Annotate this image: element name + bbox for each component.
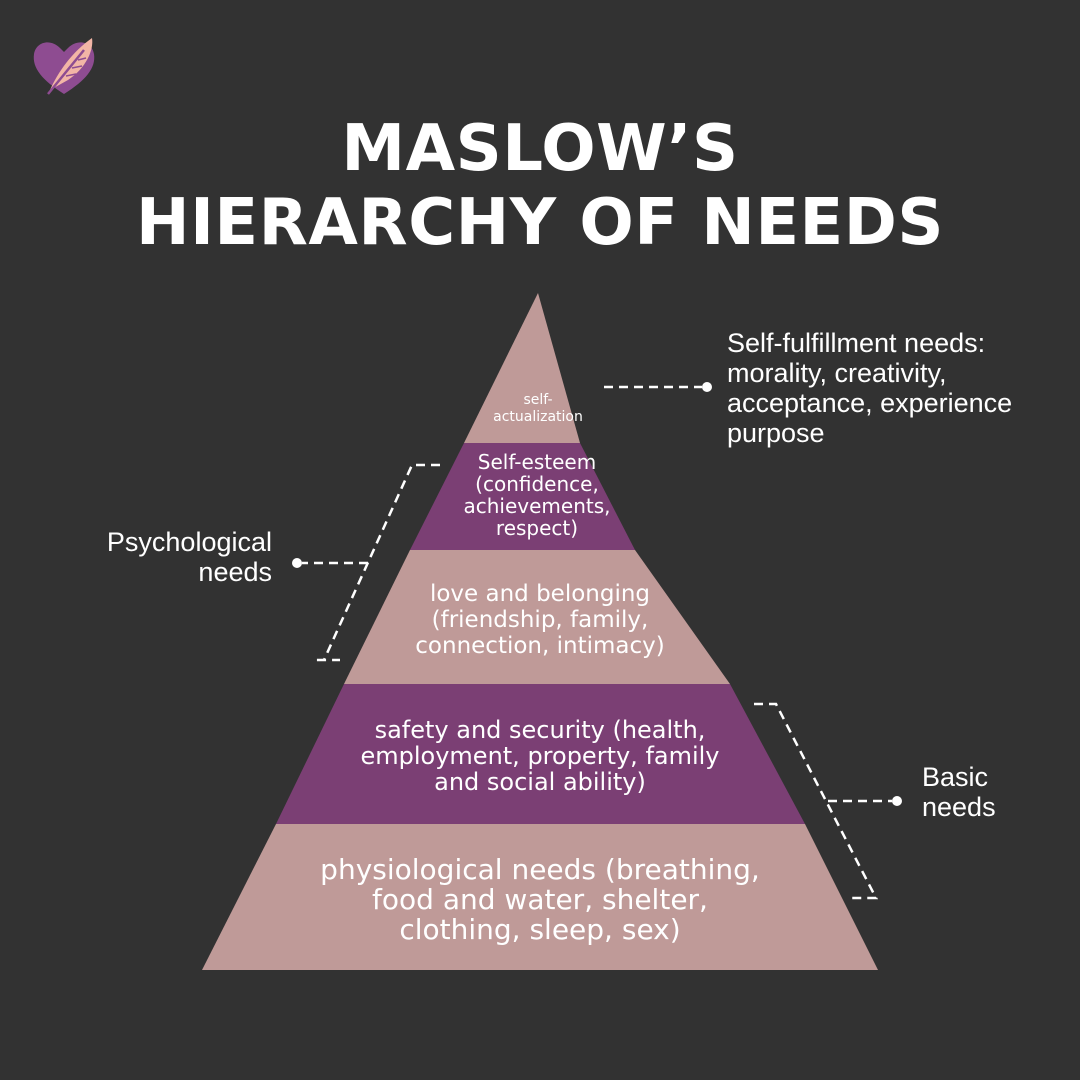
tier-safety-security-label: safety and security (health, employment,… [360, 717, 719, 795]
label-line: morality, creativity, [727, 358, 947, 388]
label-line: Psychological [106, 527, 272, 557]
psychological-needs-label: Psychological needs [100, 527, 272, 587]
page-title: MASLOW’S HIERARCHY OF NEEDS [0, 112, 1080, 260]
label-line: Basic [922, 762, 989, 792]
tier-love-belonging-label: love and belonging (friendship, family, … [415, 581, 664, 659]
tier-self-esteem-shape [410, 443, 635, 550]
tier-self-actualization-label: self- actualization [493, 392, 583, 426]
tier-self-actualization-shape [464, 293, 580, 443]
tier-line: Self-esteem [477, 450, 597, 474]
tier-line: self- [523, 392, 553, 408]
tier-line: (confidence, [475, 472, 599, 496]
tier-physiological-label: physiological needs (breathing, food and… [320, 855, 760, 945]
heart-feather-icon [33, 38, 95, 95]
tier-line: actualization [493, 409, 583, 425]
label-line: needs [198, 557, 272, 587]
tier-line: clothing, sleep, sex) [399, 913, 681, 946]
tier-physiological-shape [202, 824, 878, 970]
tier-line: respect) [495, 516, 579, 540]
label-line: purpose [727, 418, 825, 448]
basic-bracket [754, 702, 892, 900]
tier-line: achievements, [463, 494, 611, 518]
basic-connector-dot [892, 796, 902, 806]
tier-line: love and belonging [429, 581, 651, 607]
tier-line: (friendship, family, [431, 607, 649, 633]
tier-line: and social ability) [434, 768, 646, 796]
tier-line: physiological needs (breathing, [320, 853, 760, 886]
self-fulfillment-connector [604, 382, 712, 392]
label-line: acceptance, experience [727, 388, 1013, 418]
psychological-bracket [302, 463, 440, 662]
tier-love-belonging-shape [344, 550, 730, 684]
label-line: needs [922, 792, 996, 822]
tier-line: food and water, shelter, [372, 883, 708, 916]
tier-line: safety and security (health, [374, 716, 706, 744]
tier-self-esteem-label: Self-esteem (confidence, achievements, r… [463, 451, 610, 539]
label-line: Self-fulfillment needs: [727, 328, 986, 358]
tier-safety-security-shape [276, 684, 805, 824]
tier-line: employment, property, family [360, 742, 720, 770]
psychological-connector-dot [292, 558, 302, 568]
basic-needs-label: Basic needs [922, 762, 996, 822]
self-fulfillment-needs-label: Self-fulfillment needs: morality, creati… [727, 328, 1012, 448]
title-line-2: HIERARCHY OF NEEDS [136, 186, 944, 260]
tier-line: connection, intimacy) [415, 633, 665, 659]
title-line-1: MASLOW’S [341, 112, 739, 186]
